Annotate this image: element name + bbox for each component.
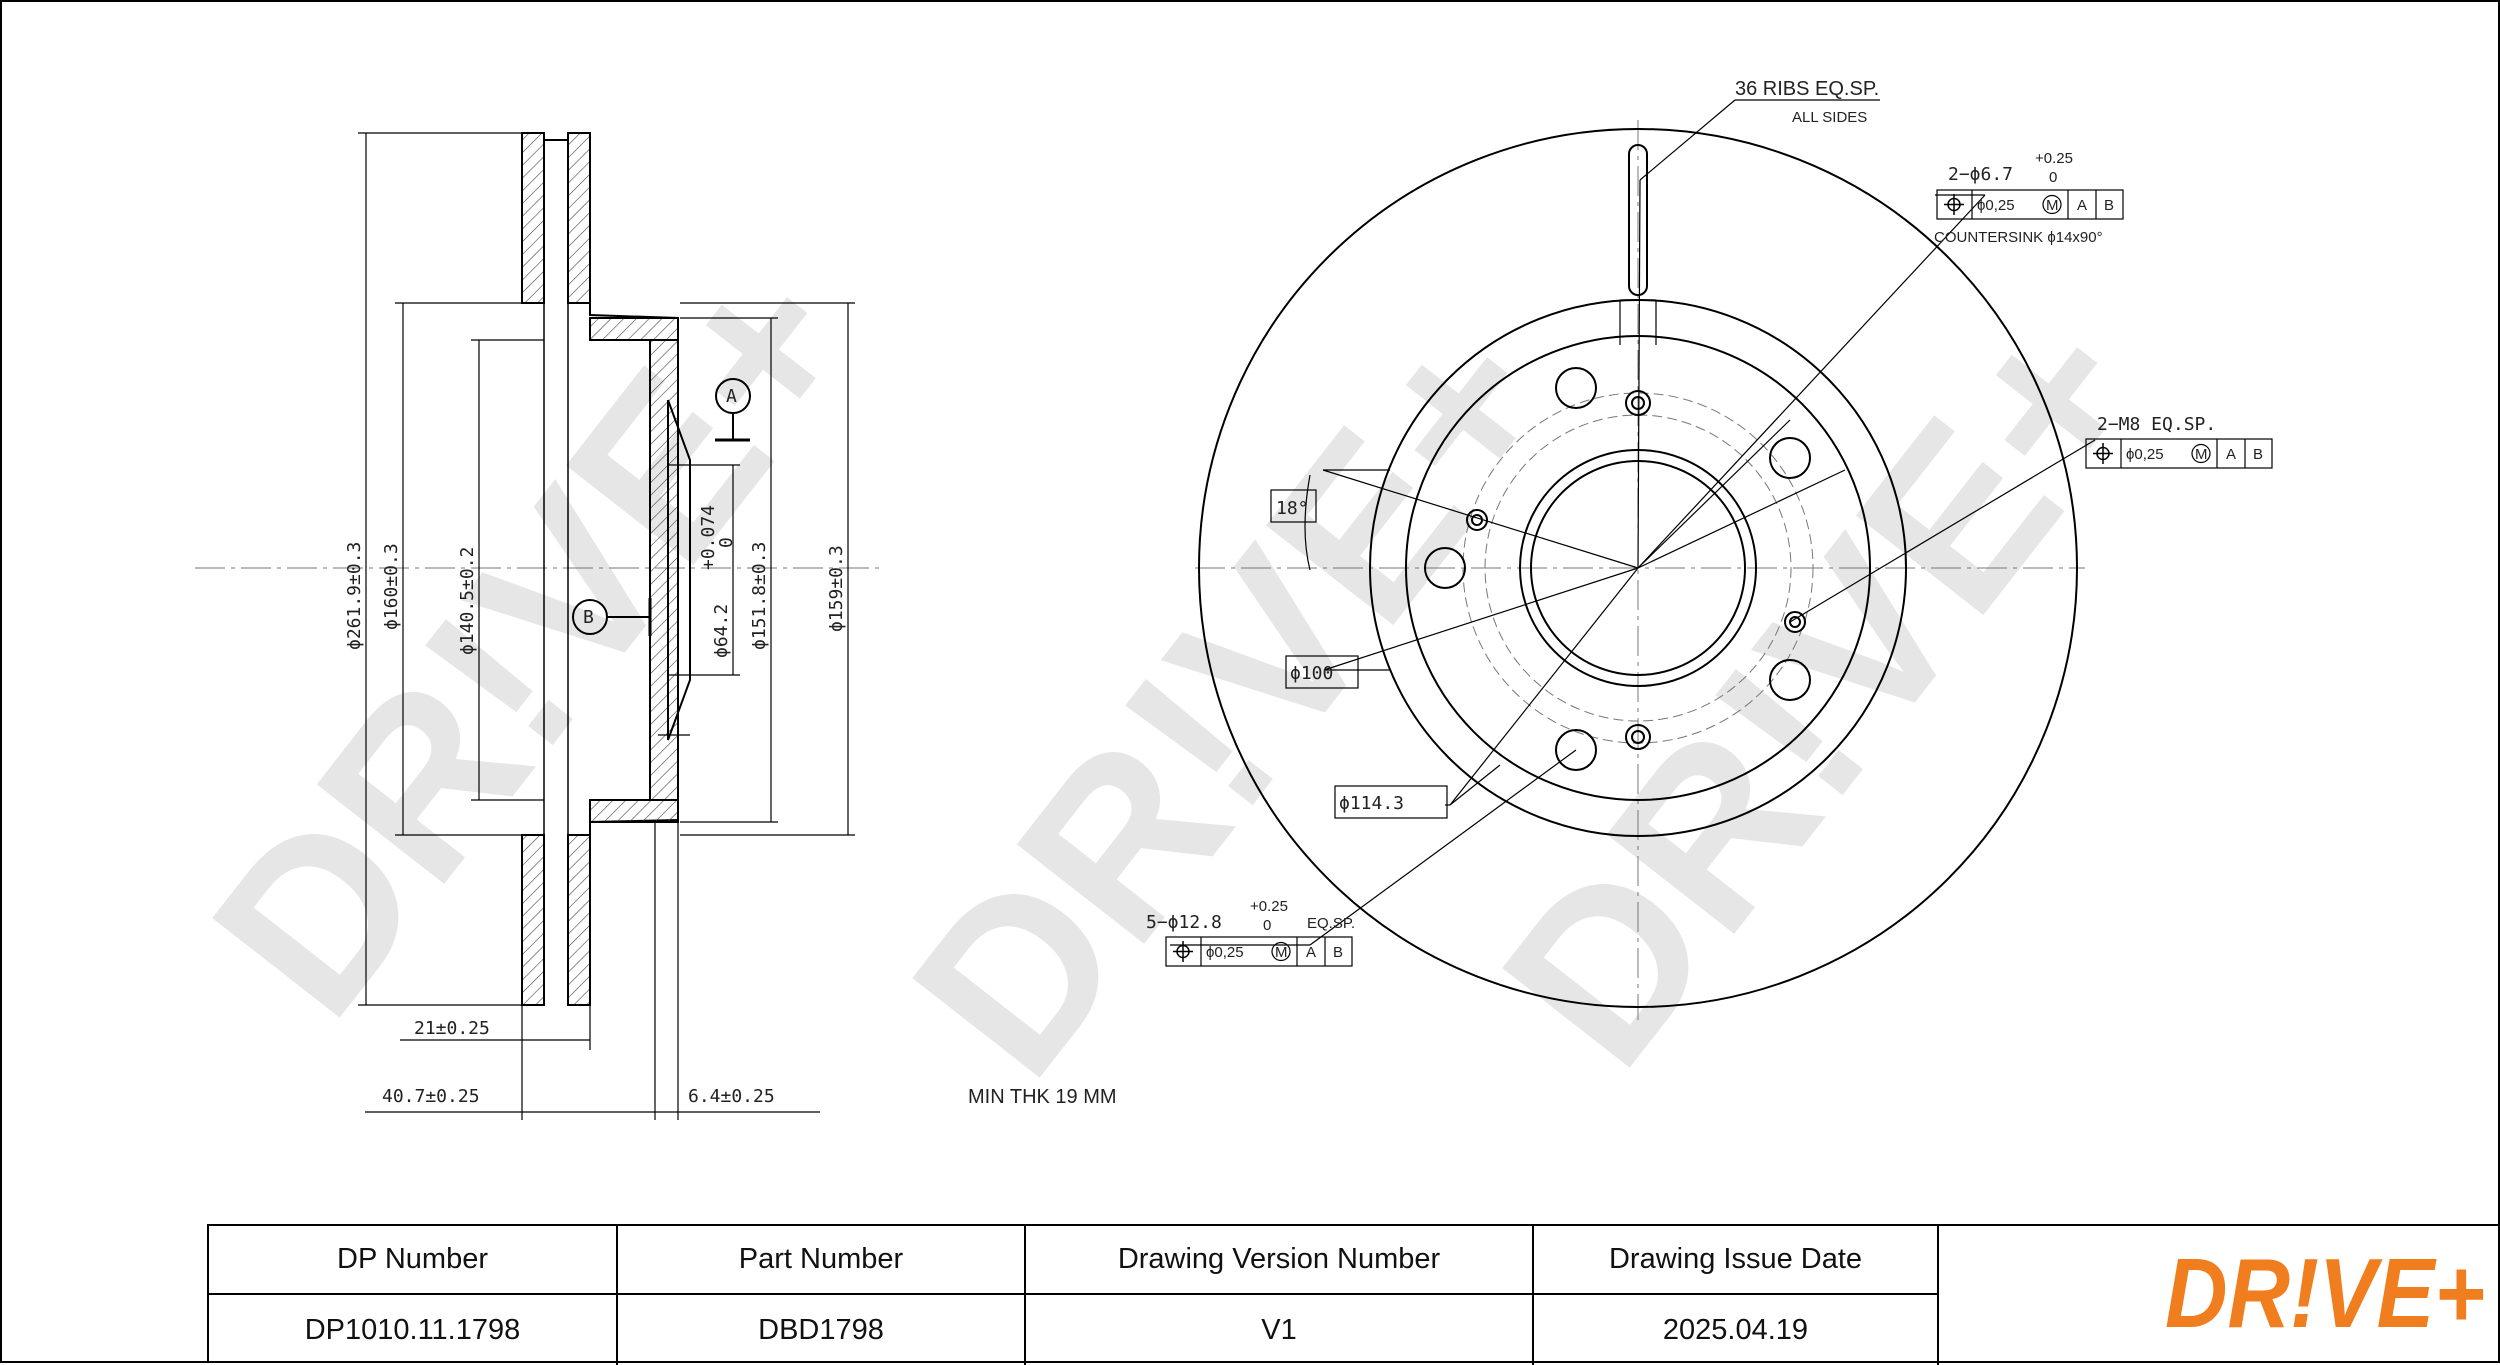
side-view: [195, 132, 880, 1120]
fcf-datum-a: A: [2226, 446, 2236, 463]
dim-hub-inner-diameter: ϕ140.5±0.2: [457, 547, 478, 655]
logo-text: DR!VE+: [2165, 1241, 2485, 1348]
dim-hub-outer-diameter: ϕ160±0.3: [381, 543, 402, 630]
ribs-note: 36 RIBS EQ.SP.: [1735, 78, 1879, 100]
fcf-modifier: M: [1275, 944, 1288, 961]
dim-diameter-114: ϕ114.3: [1339, 793, 1404, 814]
holes-2-tol-upper: +0.25: [2035, 150, 2073, 167]
fcf-modifier: M: [2195, 446, 2208, 463]
header-drawing-version: Drawing Version Number: [1026, 1226, 1534, 1295]
header-dp-number: DP Number: [209, 1226, 618, 1295]
holes-5-suffix: EQ.SP.: [1307, 915, 1355, 932]
watermark-layer: DR!VE+ DR!VE+ DR!VE+: [162, 215, 2194, 1121]
dim-center-bore-tol-lower: 0: [716, 537, 737, 548]
fcf-tolerance: ϕ0,25: [2126, 446, 2164, 463]
dim-159-diameter: ϕ159±0.3: [826, 545, 847, 632]
holes-2-tol-lower: 0: [2049, 169, 2057, 186]
side-view-labels: ϕ261.9±0.3 ϕ160±0.3 ϕ140.5±0.2 ϕ64.2 +0.…: [344, 386, 847, 1107]
fcf-datum-b: B: [1333, 944, 1343, 961]
datum-a-label: A: [726, 386, 737, 407]
drive-logo: DR!VE+: [2149, 1226, 2500, 1365]
fcf-modifier: M: [2046, 197, 2059, 214]
fcf-datum-b: B: [2253, 446, 2263, 463]
header-part-number: Part Number: [618, 1226, 1026, 1295]
all-sides-note: ALL SIDES: [1792, 109, 1867, 126]
countersink-note: COUNTERSINK ϕ14x90°: [1934, 229, 2103, 246]
dim-diameter-100: ϕ100: [1290, 663, 1333, 684]
front-view-labels: 36 RIBS EQ.SP. ALL SIDES 2−ϕ6.7 +0.25 0 …: [1146, 78, 2263, 961]
value-drawing-version: V1: [1026, 1295, 1534, 1365]
angle-label: 18°: [1276, 498, 1309, 519]
fcf-tolerance: ϕ0,25: [1206, 944, 1244, 961]
title-block: DP Number Part Number Drawing Version Nu…: [207, 1224, 2500, 1365]
holes-5-label: 5−ϕ12.8: [1146, 912, 1222, 933]
watermark-text: DR!VE+: [1452, 265, 2194, 1111]
dim-151-diameter: ϕ151.8±0.3: [749, 542, 770, 650]
value-dp-number: DP1010.11.1798: [209, 1295, 618, 1365]
fcf-datum-a: A: [1306, 944, 1316, 961]
fcf-datum-a: A: [2077, 197, 2087, 214]
dim-center-bore: ϕ64.2: [711, 604, 732, 658]
dim-outer-diameter: ϕ261.9±0.3: [344, 542, 365, 650]
datum-b-label: B: [583, 607, 594, 628]
dim-disc-thickness: 21±0.25: [414, 1018, 490, 1039]
fcf-datum-b: B: [2104, 197, 2114, 214]
header-issue-date: Drawing Issue Date: [1534, 1226, 1939, 1295]
front-view: [1165, 99, 2273, 1020]
min-thickness-note: MIN THK 19 MM: [968, 1086, 1117, 1108]
holes-2-label: 2−ϕ6.7: [1948, 164, 2013, 185]
holes-5-tol-upper: +0.25: [1250, 898, 1288, 915]
watermark-text: DR!VE+: [862, 275, 1604, 1121]
fcf-tolerance: ϕ0,25: [1977, 197, 2015, 214]
dim-total-height: 40.7±0.25: [382, 1086, 480, 1107]
holes-m8-label: 2−M8 EQ.SP.: [2097, 414, 2216, 435]
value-part-number: DBD1798: [618, 1295, 1026, 1365]
dim-center-bore-tol-upper: +0.074: [698, 505, 719, 570]
holes-5-tol-lower: 0: [1263, 917, 1271, 934]
value-issue-date: 2025.04.19: [1534, 1295, 1939, 1365]
dim-hat-thickness: 6.4±0.25: [688, 1086, 775, 1107]
